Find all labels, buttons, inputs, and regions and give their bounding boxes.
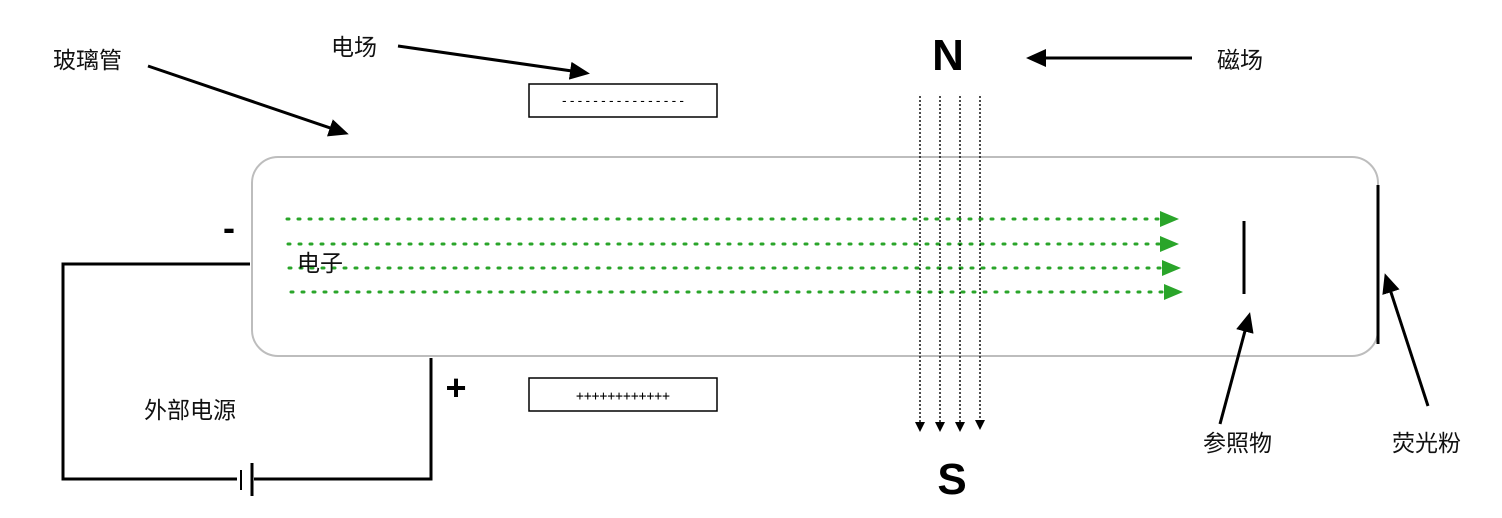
magnetic-field-label: 磁场 [1217,48,1263,74]
positive-plate [528,377,718,412]
power-source-label: 外部电源 [144,398,236,424]
electron-beam-arrowhead [1162,260,1181,276]
reference-object-label: 参照物 [1203,431,1272,457]
south-pole-label: S [937,455,966,504]
electron-beam-arrowhead [1164,284,1183,300]
electric-field-label: 电场 [331,35,377,61]
circuit-wire [61,262,250,481]
phosphor-label: 荧光粉 [1392,431,1461,457]
electron-beams [285,211,1183,300]
reference-object-pointer-arrow [1218,312,1254,425]
glass-tube-label: 玻璃管 [53,48,122,74]
anode-plus-sign: + [445,367,466,408]
circuit-wire [254,358,433,481]
electric-field-pointer-arrow [397,44,590,80]
electron-beam-arrowhead [1160,211,1179,227]
positive-plate-text: ++++++++++++ [576,389,670,404]
magnetic-field-lines [915,96,985,432]
glass-tube-pointer-arrow [147,64,349,137]
electron-label: 电子 [297,251,343,277]
phosphor-pointer-arrow [1382,273,1430,407]
electron-beam-arrowhead [1160,236,1179,252]
north-pole-label: N [932,31,964,80]
negative-plate-text: ---------------- [560,94,685,109]
negative-plate [528,83,718,118]
glass-tube [251,156,1379,357]
cathode-minus-sign: - [223,207,235,248]
